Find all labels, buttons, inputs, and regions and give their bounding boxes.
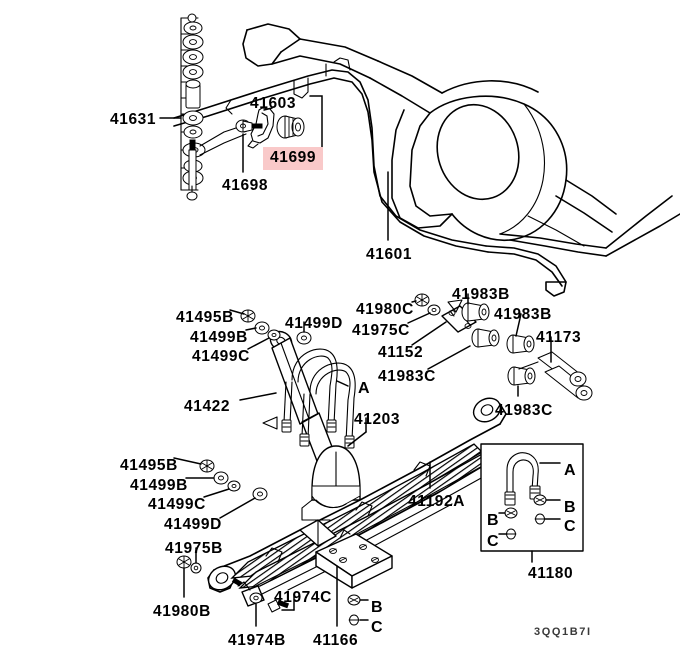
u-bolt-group-A bbox=[281, 348, 356, 449]
callout-seat-C: C bbox=[371, 619, 383, 636]
bump-stop-41203 bbox=[301, 445, 361, 521]
callout-legend-C-left: C bbox=[487, 533, 499, 550]
callout-legend-C-right: C bbox=[564, 518, 576, 535]
part-label-41975B: 41975B bbox=[165, 540, 223, 557]
part-label-41203: 41203 bbox=[354, 411, 401, 428]
callout-seat-B: B bbox=[371, 599, 383, 616]
drawing-code: 3QQ1B7I bbox=[534, 626, 592, 638]
axle-housing-group bbox=[242, 23, 680, 257]
leaf-spring-41192A bbox=[207, 397, 507, 595]
shock-lower-hardware bbox=[199, 459, 268, 501]
spring-seat-41166 bbox=[315, 529, 393, 627]
part-label-41499D-bot: 41499D bbox=[164, 516, 222, 533]
part-label-41980B: 41980B bbox=[153, 603, 211, 620]
part-label-41975C: 41975C bbox=[352, 322, 410, 339]
stabilizer-bushing-group bbox=[235, 95, 323, 149]
legend-box-41180 bbox=[480, 443, 584, 563]
part-label-41974C: 41974C bbox=[274, 589, 332, 606]
callout-legend-A: A bbox=[564, 462, 576, 479]
shackle-hardware-right bbox=[414, 293, 593, 401]
part-label-41192A: 41192A bbox=[408, 493, 466, 510]
stabilizer-bar-41601 bbox=[173, 57, 567, 297]
part-label-41601: 41601 bbox=[366, 246, 413, 263]
part-label-41499C-bot: 41499C bbox=[148, 496, 206, 513]
part-label-41983B-right: 41983B bbox=[494, 306, 552, 323]
callout-ubolt-A-main: A bbox=[358, 380, 370, 397]
part-label-41499C-top: 41499C bbox=[192, 348, 250, 365]
callout-legend-B-left: B bbox=[487, 512, 499, 529]
part-label-41499B-bot: 41499B bbox=[130, 477, 188, 494]
leader-lines-lower bbox=[173, 293, 552, 627]
part-label-41180: 41180 bbox=[528, 565, 574, 582]
front-shackle-hardware bbox=[176, 555, 290, 613]
part-label-41495B-top: 41495B bbox=[176, 309, 234, 326]
part-label-41631: 41631 bbox=[110, 111, 157, 128]
part-label-41980C: 41980C bbox=[356, 301, 414, 318]
part-label-41166: 41166 bbox=[313, 632, 359, 649]
part-label-41499D-top: 41499D bbox=[285, 315, 343, 332]
part-label-41699: 41699 bbox=[263, 147, 324, 170]
part-label-41603: 41603 bbox=[250, 95, 297, 112]
part-label-41422: 41422 bbox=[184, 398, 231, 415]
part-label-41152: 41152 bbox=[378, 344, 424, 361]
part-label-41983C-right: 41983C bbox=[495, 402, 553, 419]
leader-lines-top bbox=[159, 107, 389, 241]
part-label-41499B-top: 41499B bbox=[190, 329, 248, 346]
part-label-41495B-bot: 41495B bbox=[120, 457, 178, 474]
part-label-41983B-top: 41983B bbox=[452, 286, 510, 303]
part-label-41974B: 41974B bbox=[228, 632, 286, 649]
stabilizer-link-41631 bbox=[180, 13, 249, 201]
callout-legend-B-right: B bbox=[564, 499, 576, 516]
shock-upper-hardware bbox=[240, 309, 312, 345]
part-label-41983C-left: 41983C bbox=[378, 368, 436, 385]
part-label-41698: 41698 bbox=[222, 177, 269, 194]
part-label-41173: 41173 bbox=[536, 329, 582, 346]
